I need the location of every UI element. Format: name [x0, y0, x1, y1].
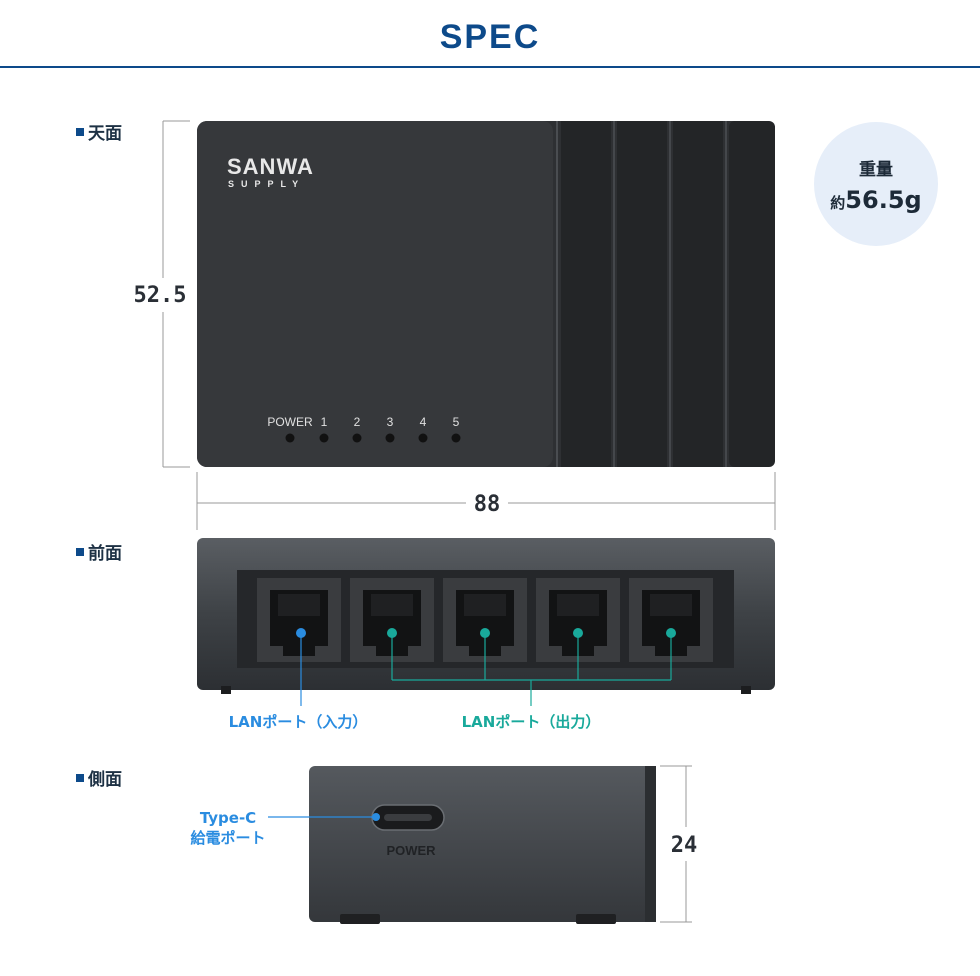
front-view — [197, 538, 775, 706]
side-foot — [576, 914, 616, 924]
top-view: SANWA SUPPLY POWER 1 2 3 4 5 — [197, 121, 775, 467]
input-port-label: LANポート（入力） — [229, 713, 368, 731]
section-label-side: 側面 — [76, 765, 122, 790]
led-2-indicator — [352, 433, 362, 443]
led-power-indicator — [285, 433, 295, 443]
weight-value: 56.5g — [845, 185, 922, 214]
side-view: POWER — [309, 766, 656, 924]
weight-value-row: 約 56.5g — [830, 186, 921, 214]
section-label-front: 前面 — [76, 539, 122, 564]
title-divider — [0, 66, 980, 68]
weight-badge: 重量 約 56.5g — [814, 122, 938, 246]
led-label-2: 2 — [354, 415, 361, 429]
dimension-width-value: 88 — [474, 492, 501, 517]
typec-label-line1: Type-C — [200, 809, 256, 827]
led-label-3: 3 — [387, 415, 394, 429]
page-title: SPEC — [439, 18, 541, 56]
typec-label-line2: 給電ポート — [190, 829, 265, 847]
weight-label: 重量 — [859, 159, 893, 180]
heat-fin — [561, 121, 611, 467]
section-label-top: 天面 — [76, 119, 122, 144]
dimension-height-value: 52.5 — [134, 283, 187, 308]
bullet-square-icon — [76, 547, 84, 556]
dimension-depth-value: 24 — [671, 833, 698, 858]
output-port-label: LANポート（出力） — [462, 713, 601, 731]
led-label-power: POWER — [267, 415, 313, 429]
dimension-depth: 24 — [660, 765, 698, 923]
front-foot — [221, 686, 231, 694]
lan-port-5 — [629, 578, 713, 662]
led-4-indicator — [418, 433, 428, 443]
section-front-text: 前面 — [88, 544, 122, 564]
lan-port-1 — [257, 578, 341, 662]
front-foot — [741, 686, 751, 694]
led-3-indicator — [385, 433, 395, 443]
heat-fin — [729, 121, 775, 467]
section-side-text: 側面 — [88, 770, 122, 790]
top-plate — [197, 121, 553, 467]
side-foot — [340, 914, 380, 924]
weight-prefix: 約 — [830, 193, 846, 212]
dimension-height: 52.5 — [134, 120, 190, 468]
led-5-indicator — [451, 433, 461, 443]
output-leader-lines — [391, 633, 672, 706]
bullet-square-icon — [76, 127, 84, 136]
brand-logo-subtext: SUPPLY — [228, 179, 305, 189]
led-1-indicator — [319, 433, 329, 443]
heat-fin — [673, 121, 723, 467]
bullet-square-icon — [76, 773, 84, 782]
brand-logo-text: SANWA — [227, 154, 314, 179]
section-top-text: 天面 — [88, 124, 122, 144]
dimension-width: 88 — [196, 472, 776, 530]
side-power-label: POWER — [386, 843, 436, 858]
led-label-1: 1 — [321, 415, 328, 429]
led-label-4: 4 — [420, 415, 427, 429]
side-case — [309, 766, 656, 922]
heat-fin — [617, 121, 667, 467]
led-label-5: 5 — [453, 415, 460, 429]
